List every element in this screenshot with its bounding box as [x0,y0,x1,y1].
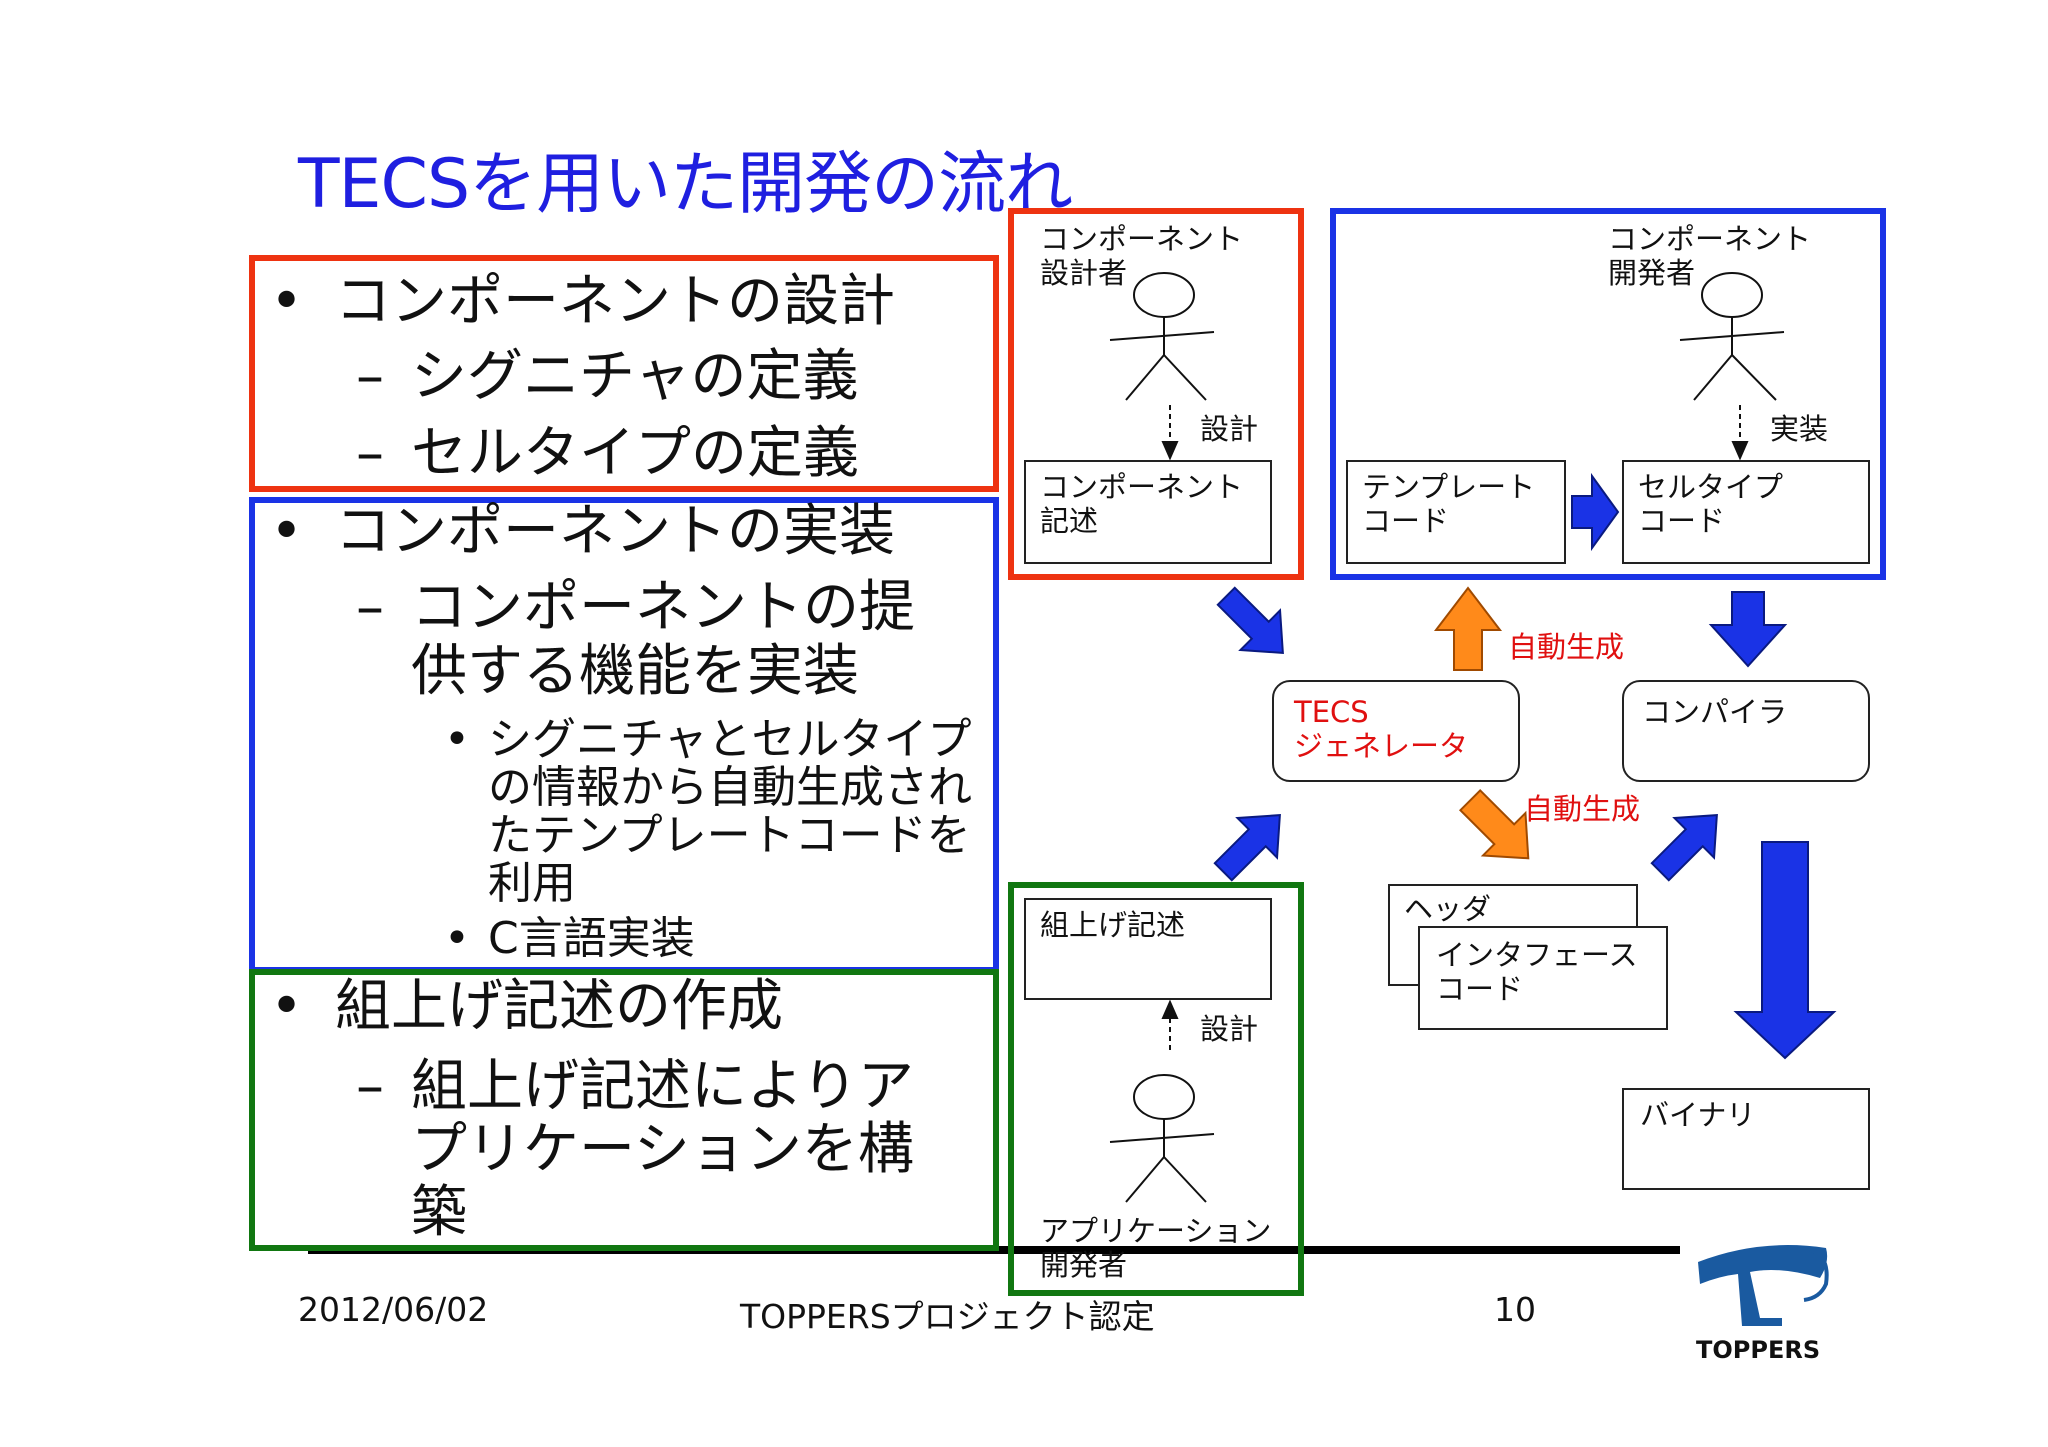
header-label: ヘッダ [1404,892,1492,926]
subbullet-compose-line1-text: 組上げ記述によりア [411,1054,914,1119]
bullet-design-text: コンポーネントの設計 [335,269,895,334]
subbullet-compose-line3: 築 [411,1180,467,1245]
developer-figure [1679,272,1785,401]
subsub-c-impl: • C言語実装 [444,915,695,963]
bullet-compose-text: 組上げ記述の作成 [335,974,783,1039]
subsub-template-line2: の情報から自動生成され [488,762,972,813]
app-developer-label: アプリケーション 開発者 [1040,1214,1272,1282]
compiler-label: コンパイラ [1642,695,1788,729]
subbullet-celltype-text: セルタイプの定義 [411,421,859,486]
arrow-celltype-to-compiler [1708,591,1788,668]
designer-figure [1109,272,1215,401]
compose-panel [249,969,999,1251]
design-label-2: 設計 [1200,1012,1259,1046]
subbullet-implement-line1-text: コンポーネントの提 [411,575,915,640]
dashed-arrow-compose [1161,999,1179,1050]
subbullet-signature-text: シグニチャの定義 [411,344,859,409]
binary-label: バイナリ [1640,1098,1756,1132]
bullet-dot: • [444,913,470,964]
auto-gen-label-2: 自動生成 [1524,792,1641,826]
template-code-box [1346,460,1566,564]
subbullet-compose-line1: –組上げ記述によりア [356,1055,914,1119]
app-developer-frame [1008,882,1304,1296]
slide-title: TECSを用いた開発の流れ [298,145,1073,224]
footer-center: TOPPERSプロジェクト認定 [740,1297,1155,1336]
interface-code-box [1418,926,1668,1030]
developer-frame [1330,208,1886,580]
component-developer-label: コンポーネント 開発者 [1608,222,1812,290]
subbullet-signature: –シグニチャの定義 [356,345,858,409]
arrow-interface-to-compiler [1650,814,1718,882]
subbullet-compose-line2: プリケーションを構 [411,1117,914,1182]
subsub-c-impl-text: C言語実装 [488,913,695,964]
binary-box [1622,1088,1870,1190]
subsub-template-line4: 利用 [488,858,576,909]
arrow-compiler-to-binary [1733,841,1837,1060]
interface-code-label: インタフェース コード [1436,938,1638,1006]
tecs-generator-label: TECS ジェネレータ [1294,695,1469,763]
dash: – [356,575,384,640]
bullet-dot: • [270,499,304,564]
component-desc-box [1024,460,1272,564]
tecs-generator-box [1272,680,1520,782]
bullet-dot: • [444,714,470,765]
subbullet-celltype: –セルタイプの定義 [356,422,859,486]
bullet-dot: • [270,269,304,334]
composition-desc-box [1024,898,1272,1000]
design-label: 設計 [1200,412,1259,446]
subsub-template: • シグニチャとセルタイプ [444,716,972,764]
bullet-compose: • 組上げ記述の作成 [270,975,783,1039]
arrow-compose-to-generator [1213,814,1281,882]
auto-gen-label-1: 自動生成 [1508,630,1625,664]
arrow-desc-to-generator [1216,586,1284,654]
arrow-generator-to-template [1433,586,1503,671]
bullet-dot: • [270,974,304,1039]
component-designer-label: コンポーネント 設計者 [1040,222,1244,290]
bullet-implement: • コンポーネントの実装 [270,500,895,564]
arrow-template-to-celltype [1571,472,1620,552]
component-desc-label: コンポーネント 記述 [1040,470,1244,538]
app-developer-figure [1109,1074,1215,1203]
subbullet-implement-line1: –コンポーネントの提 [356,576,915,640]
toppers-logo-text: TOPPERS [1696,1336,1821,1364]
compiler-box [1622,680,1870,782]
footer-date: 2012/06/02 [298,1290,489,1329]
implement-label: 実装 [1770,412,1829,446]
arrow-generator-to-header [1458,788,1530,860]
dashed-arrow-implement [1731,405,1749,461]
footer-page: 10 [1494,1290,1536,1329]
dash: – [356,344,384,409]
celltype-code-box [1622,460,1870,564]
subsub-template-line3: たテンプレートコードを [488,810,971,861]
dash: – [356,1054,384,1119]
template-code-label: テンプレート コード [1362,470,1536,538]
designer-frame [1008,208,1304,580]
celltype-code-label: セルタイプ コード [1638,470,1784,538]
subsub-template-line1: シグニチャとセルタイプ [488,714,972,765]
bullet-design: • コンポーネントの設計 [270,270,895,334]
dashed-arrow-design [1161,405,1179,461]
bullet-implement-text: コンポーネントの実装 [335,499,895,564]
subbullet-implement-line2: 供する機能を実装 [411,639,859,704]
dash: – [356,421,384,486]
toppers-logo-mark [1698,1245,1829,1326]
composition-desc-label: 組上げ記述 [1040,908,1186,942]
design-panel [249,255,999,492]
